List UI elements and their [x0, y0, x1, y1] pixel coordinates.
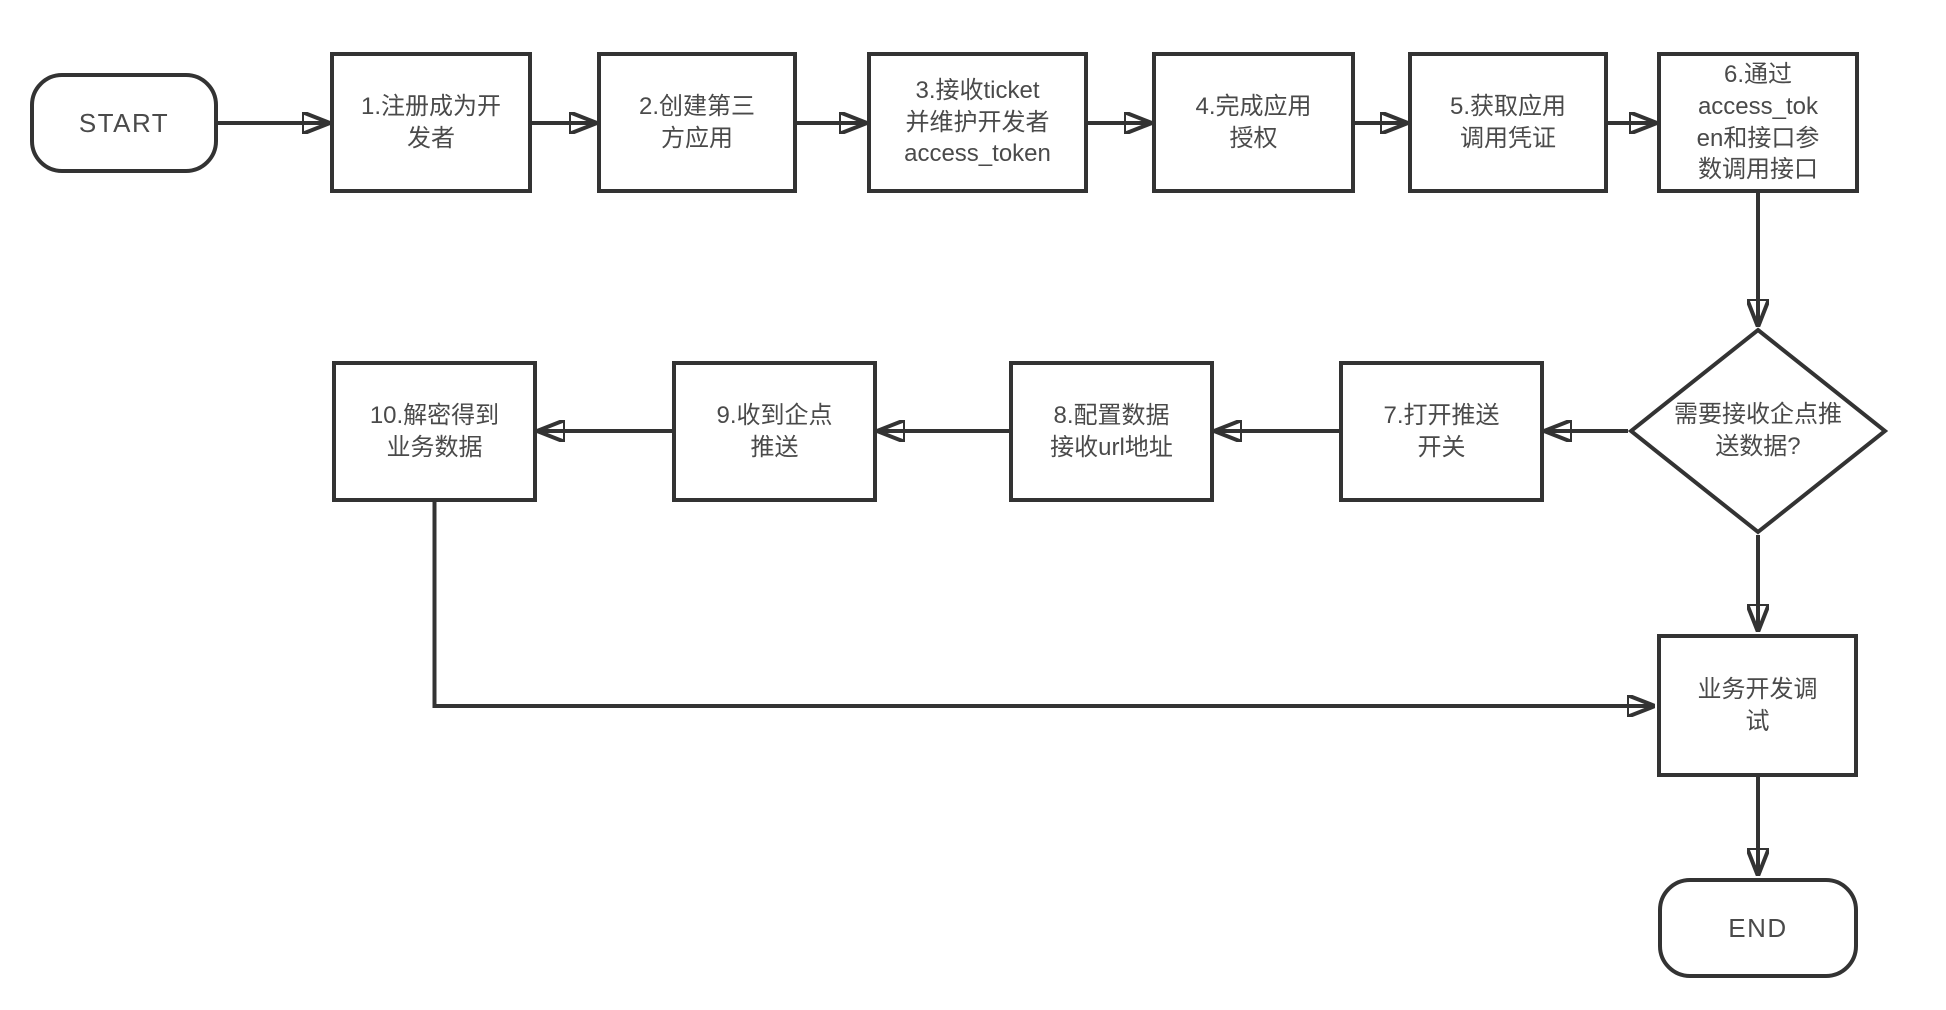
flow-node-step10-label: 10.解密得到 业务数据 — [369, 401, 500, 461]
flow-node-end: END — [1658, 878, 1858, 978]
flow-node-debug: 业务开发调 试 — [1657, 634, 1858, 777]
flow-node-start-label: START — [78, 107, 170, 138]
decision-diamond-shape — [1628, 327, 1888, 535]
flow-node-step4-label: 4.完成应用 授权 — [1195, 92, 1312, 152]
flow-node-step9-label: 9.收到企点 推送 — [716, 401, 833, 461]
flow-node-step6: 6.通过 access_tok en和接口参 数调用接口 — [1657, 52, 1859, 193]
flow-node-step4: 4.完成应用 授权 — [1152, 52, 1355, 193]
flow-node-step3: 3.接收ticket 并维护开发者 access_token — [867, 52, 1088, 193]
flow-node-start: START — [30, 73, 218, 173]
flow-node-step7: 7.打开推送 开关 — [1339, 361, 1544, 502]
flow-node-step3-label: 3.接收ticket 并维护开发者 access_token — [904, 76, 1051, 168]
flow-node-debug-label: 业务开发调 试 — [1697, 675, 1818, 735]
flow-node-step8: 8.配置数据 接收url地址 — [1009, 361, 1214, 502]
flow-node-step5-label: 5.获取应用 调用凭证 — [1449, 92, 1566, 152]
flow-node-step5: 5.获取应用 调用凭证 — [1408, 52, 1608, 193]
arrow-step10-to-debug — [432, 502, 1654, 706]
flow-node-step1-label: 1.注册成为开 发者 — [360, 92, 501, 152]
flow-node-step10: 10.解密得到 业务数据 — [332, 361, 537, 502]
flow-node-step9: 9.收到企点 推送 — [672, 361, 877, 502]
flow-node-step1: 1.注册成为开 发者 — [330, 52, 532, 193]
flow-node-step8-label: 8.配置数据 接收url地址 — [1050, 401, 1173, 461]
flow-node-step7-label: 7.打开推送 开关 — [1383, 401, 1500, 461]
flow-node-decision: 需要接收企点推 送数据? — [1628, 327, 1888, 535]
flow-node-step2: 2.创建第三 方应用 — [597, 52, 797, 193]
flow-node-step6-label: 6.通过 access_tok en和接口参 数调用接口 — [1696, 61, 1820, 184]
flow-node-step2-label: 2.创建第三 方应用 — [638, 92, 755, 152]
flow-node-decision-label: 需要接收企点推 送数据? — [1674, 401, 1842, 460]
flow-node-end-label: END — [1728, 912, 1788, 943]
